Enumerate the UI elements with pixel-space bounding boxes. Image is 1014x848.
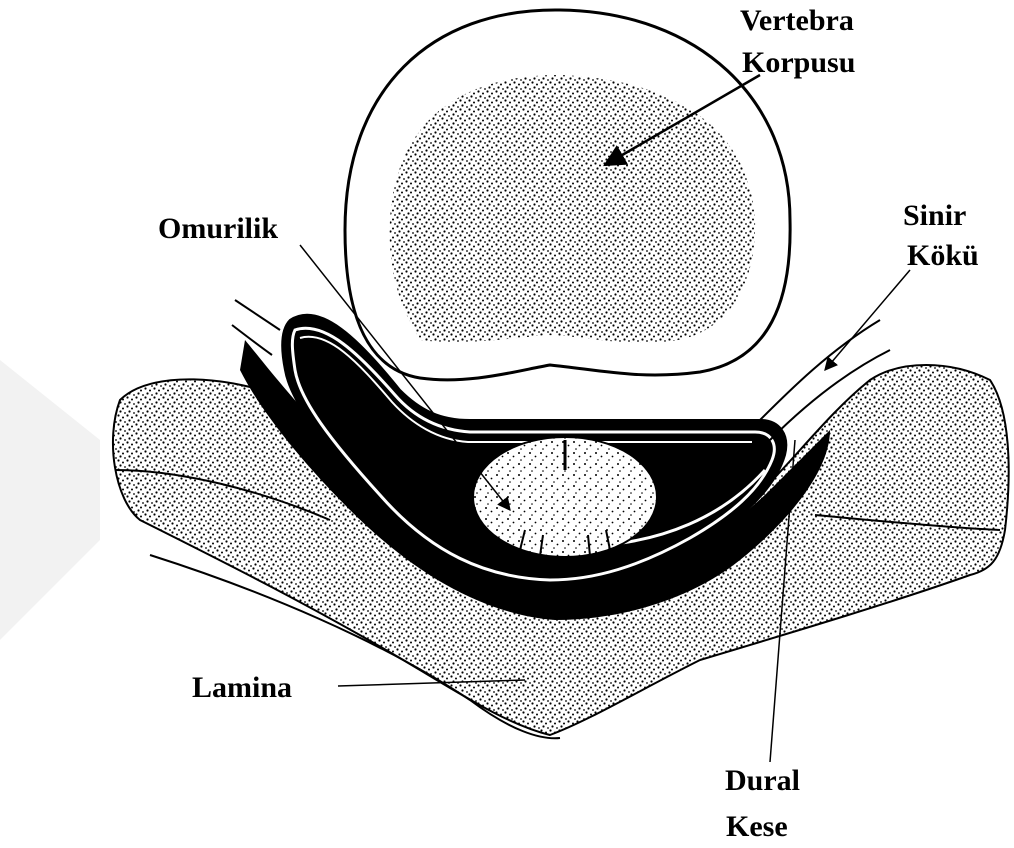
watermark-shape (0, 360, 100, 640)
nerve-root-leader (825, 270, 910, 370)
vertebral-body (345, 10, 790, 380)
label-koku: Kökü (907, 239, 979, 272)
left-nerve-root-outline (232, 300, 280, 355)
label-omurilik: Omurilik (158, 212, 278, 245)
label-sinir: Sinir (903, 199, 966, 232)
label-korpusu: Korpusu (742, 46, 855, 79)
label-lamina: Lamina (192, 671, 292, 704)
label-vertebra: Vertebra (740, 4, 854, 37)
label-kese: Kese (726, 810, 788, 843)
label-dural: Dural (725, 764, 800, 797)
